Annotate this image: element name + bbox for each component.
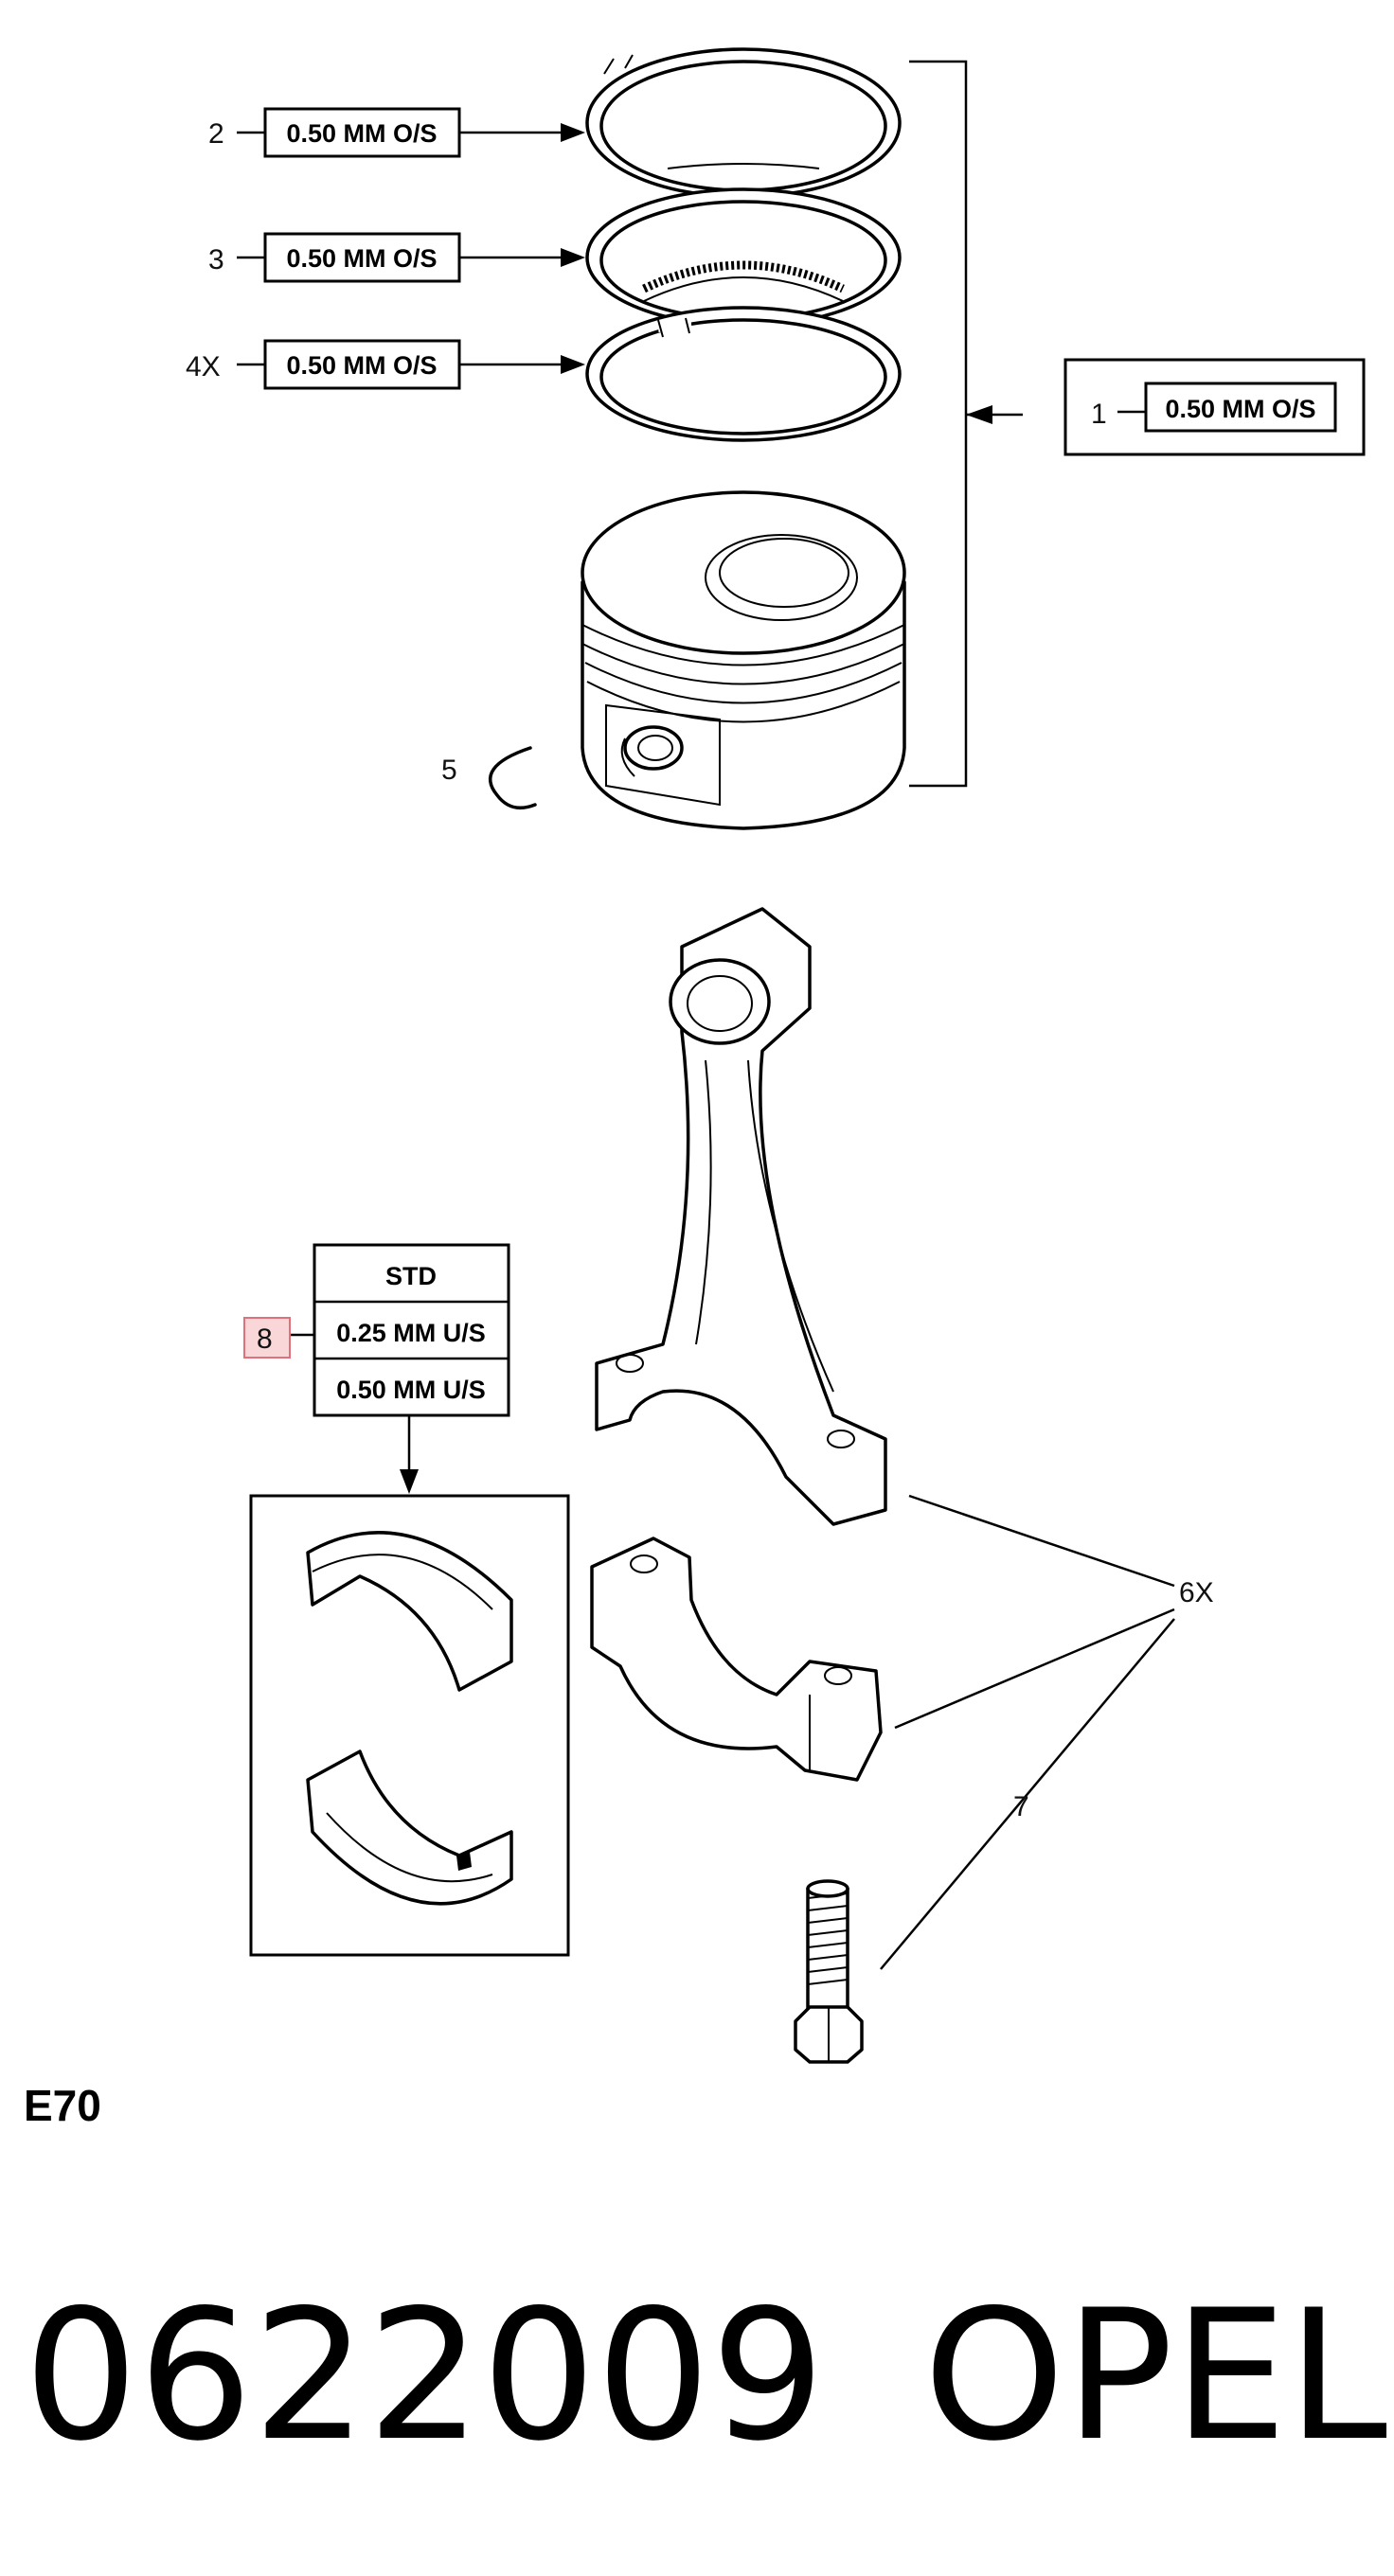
connecting-rod-cap <box>590 1537 883 1782</box>
callout-5: 5 <box>441 755 457 786</box>
bearing-shell-lower <box>306 1750 513 1906</box>
svg-text:8: 8 <box>257 1324 273 1355</box>
part-number: 0622009 <box>24 2271 825 2480</box>
bearing-size-table: STD 0.25 MM U/S 0.50 MM U/S <box>313 1243 510 1417</box>
callout-2: 2 <box>208 118 224 150</box>
piston-ring-oil <box>585 306 902 442</box>
svg-text:0.25 MM U/S: 0.25 MM U/S <box>336 1319 486 1347</box>
brand-name: OPEL <box>923 2271 1387 2480</box>
piston-ring-top <box>585 47 902 199</box>
bearing-shell-upper <box>306 1531 513 1692</box>
piston-set-bracket <box>909 60 968 788</box>
rod-bolt <box>794 1879 864 2064</box>
callout-8-highlight: 8 <box>243 1317 291 1359</box>
ring-2-size-label: 0.50 MM O/S <box>263 107 461 158</box>
callout-3: 3 <box>208 244 224 275</box>
diagram-code: E70 <box>24 2081 101 2130</box>
piston <box>581 490 906 830</box>
svg-text:0.50 MM U/S: 0.50 MM U/S <box>336 1376 486 1404</box>
callout-6: 6X <box>1179 1577 1214 1608</box>
ring-3-size-label: 0.50 MM O/S <box>263 232 461 283</box>
piston-ring-middle <box>585 187 902 328</box>
connecting-rod <box>595 907 887 1526</box>
svg-text:0.50 MM O/S: 0.50 MM O/S <box>286 244 437 273</box>
svg-text:0.50 MM O/S: 0.50 MM O/S <box>286 351 437 380</box>
svg-text:0.50 MM O/S: 0.50 MM O/S <box>286 119 437 148</box>
ring-4-size-label: 0.50 MM O/S <box>263 339 461 390</box>
callout-1: 1 <box>1091 399 1107 430</box>
piston-pin-clip <box>488 746 537 810</box>
svg-text:STD: STD <box>385 1262 437 1290</box>
piston-set-size-label: 0.50 MM O/S <box>1063 358 1366 456</box>
callout-4: 4X <box>186 351 221 382</box>
svg-text:0.50 MM O/S: 0.50 MM O/S <box>1165 395 1315 423</box>
callout-7: 7 <box>1013 1791 1029 1822</box>
